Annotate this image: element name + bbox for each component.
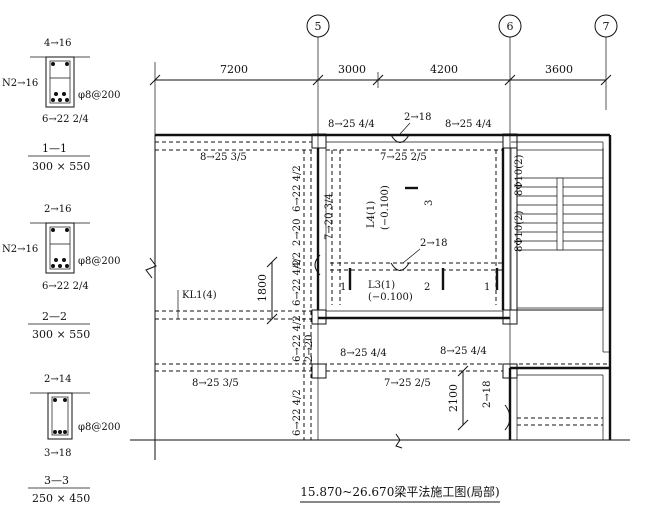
- ann-l3: L3(1): [368, 280, 395, 291]
- section-1-1: 4→16 N2→16 φ8@200 6→22 2/4 1—1 300 × 550: [2, 38, 120, 173]
- ann-stair-bottom: 8Φ10(2): [514, 210, 525, 252]
- s1-name: 1—1: [42, 142, 67, 155]
- section-2-2: 2→16 N2→16 φ8@200 6→22 2/4 2—2 300 × 550: [2, 204, 120, 341]
- columns: [311, 133, 518, 379]
- ann-sec2: 2: [424, 282, 430, 293]
- s1-side: N2→16: [2, 78, 38, 89]
- section-3-3: 2→14 φ8@200 3→18 3—3 250 × 450: [28, 374, 120, 505]
- s3-top: 2→14: [44, 374, 71, 385]
- top-dimension-chain: 7200 3000 4200 3600: [149, 62, 612, 135]
- ann-top-left: 8→25 4/4: [328, 119, 375, 130]
- ann-l4: L4(1): [366, 201, 377, 228]
- axis-bubble-7: 7: [594, 14, 618, 38]
- s3-name: 3—3: [44, 474, 69, 487]
- ann-mid-left: 8→25 4/4: [340, 348, 387, 359]
- ann-col5-2c20: 2→20: [292, 219, 303, 246]
- ann-col5-lower: 6→22 4/2: [292, 315, 303, 362]
- svg-text:1800: 1800: [256, 274, 269, 302]
- axis-bubble-6: 6: [498, 14, 522, 38]
- dim-1800: 1800: [256, 256, 278, 325]
- ann-sec1-left: 1: [340, 282, 346, 293]
- ann-col5-42: 4/2: [292, 252, 303, 268]
- s1-top: 4→16: [44, 38, 71, 49]
- ann-col5-upper: 6→22 4/2: [292, 165, 303, 212]
- s2-stirrup: φ8@200: [78, 256, 120, 267]
- ann-right-2c18: 2→18: [482, 381, 493, 408]
- ann-stair-top: 8Φ10(2): [514, 154, 525, 196]
- stair-treads: [516, 149, 604, 309]
- ann-l4-level: (−0.100): [380, 185, 391, 230]
- ann-l4-section: 3: [424, 200, 435, 206]
- s3-size: 250 × 450: [32, 492, 90, 505]
- dim-7200: 7200: [220, 63, 248, 76]
- axis-label-5: 5: [315, 20, 322, 33]
- axis-label-6: 6: [507, 20, 514, 33]
- ann-sec1-right: 1: [484, 282, 490, 293]
- title-text: 15.870~26.670梁平法施工图(局部): [300, 484, 499, 499]
- ann-col5-mid: 6→22 4/2: [292, 259, 303, 306]
- s2-side: N2→16: [2, 244, 38, 255]
- bend-markers: [314, 134, 511, 431]
- ann-col5-bottom: 6→22 4/2: [292, 389, 303, 436]
- ann-left-beam-top: 8→25 3/5: [200, 152, 247, 163]
- s3-stirrup: φ8@200: [78, 422, 120, 433]
- axis-label-7: 7: [603, 20, 610, 33]
- ann-col5-lower-2c20: 2→20: [304, 335, 315, 362]
- annotations: 8→25 4/4 2→18 8→25 4/4 8→25 3/5 7→25 2/5…: [177, 112, 525, 436]
- ann-bottom-left: 8→25 3/5: [192, 378, 239, 389]
- section-cut-marks: [348, 186, 499, 290]
- beam-dashed-lines: [155, 141, 610, 440]
- s1-size: 300 × 550: [32, 160, 90, 173]
- dim-3600: 3600: [545, 63, 573, 76]
- ann-bottom-room: 7→25 2/5: [384, 378, 431, 389]
- s1-stirrup: φ8@200: [78, 90, 120, 101]
- ann-col5-7c20: 7→20 3/4: [324, 193, 335, 240]
- ann-top-right: 8→25 4/4: [445, 119, 492, 130]
- axis-bubble-5: 5: [306, 14, 330, 38]
- ann-mid-right: 8→25 4/4: [440, 346, 487, 357]
- dim-4200: 4200: [430, 63, 458, 76]
- ann-kl1: KL1(4): [182, 290, 217, 301]
- ann-top-2c18: 2→18: [404, 112, 431, 123]
- s2-size: 300 × 550: [32, 328, 90, 341]
- drawing-title: 15.870~26.670梁平法施工图(局部): [300, 484, 500, 503]
- structure-outline: [130, 133, 630, 460]
- s2-top: 2→16: [44, 204, 71, 215]
- ann-l3-level: (−0.100): [368, 292, 413, 303]
- svg-text:2100: 2100: [447, 384, 460, 412]
- s2-name: 2—2: [42, 310, 67, 323]
- break-symbols: [145, 257, 403, 449]
- dim-3000: 3000: [338, 63, 366, 76]
- ann-room-top: 7→25 2/5: [380, 152, 427, 163]
- s1-bottom: 6→22 2/4: [42, 114, 89, 125]
- ann-l3-2c18: 2→18: [420, 238, 447, 249]
- s3-bottom: 3→18: [44, 448, 71, 459]
- s2-bottom: 6→22 2/4: [42, 281, 89, 292]
- dim-2100: 2100: [447, 365, 469, 431]
